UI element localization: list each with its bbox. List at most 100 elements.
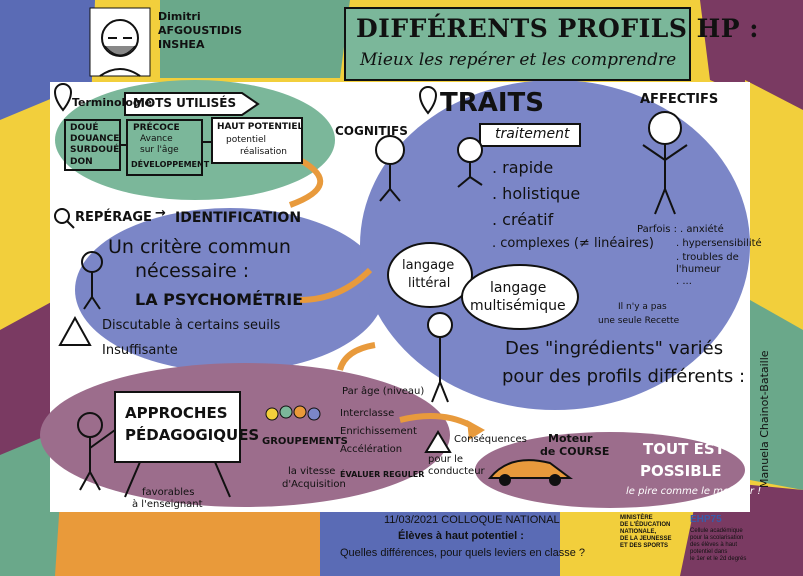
frame-right-green (750, 300, 803, 490)
parfois-item-3: l'humeur (676, 264, 721, 275)
ehp-desc-1: pour la scolarisation (690, 535, 744, 541)
purple-blob-right (475, 432, 745, 508)
moteur-line2: de COURSE (540, 445, 610, 458)
cognitifs-label: COGNITIFS (335, 124, 408, 138)
ministry-line2: NATIONALE, (620, 529, 657, 535)
car-wheel-front (499, 474, 511, 486)
footer-question: Quelles différences, pour quels leviers … (340, 547, 585, 559)
langage-multisemique-bubble (461, 264, 579, 330)
approches-line2: PÉDAGOGIQUES (125, 426, 260, 444)
pin-icon-terminology (53, 83, 73, 112)
groupements-figures (265, 405, 321, 421)
consequences-line3: conducteur (428, 466, 485, 477)
parfois-item-4: . ... (676, 276, 692, 287)
terminology-col1-3: DON (70, 157, 93, 167)
reperage-arrow: → (155, 206, 166, 221)
title-line2: Mieux les repérer et les comprendre (360, 50, 677, 70)
author-name: Dimitri (158, 10, 201, 23)
identification-label: IDENTIFICATION (175, 210, 302, 226)
ingredients-line2: pour des profils différents : (502, 366, 746, 387)
terminology-box-3 (211, 117, 303, 164)
trait-item-3: . complexes (≠ linéaires) (492, 236, 654, 251)
frame-bottom-blue (320, 505, 560, 576)
favorables-line2: à l'enseignant (132, 499, 203, 510)
frame-left-yellow (0, 95, 60, 330)
parfois-item-2: . troubles de (676, 252, 739, 263)
ehp-desc-2: des élèves à haut (690, 542, 738, 548)
parfois-item-1: . hypersensibilité (676, 238, 762, 249)
reperage-line5: Insuffisante (102, 343, 178, 358)
langage1-line2: littéral (408, 276, 451, 291)
traitement-label: traitement (495, 126, 570, 142)
stick-figures (77, 111, 688, 491)
approches-board (114, 391, 241, 463)
mots-utilises-heading: MOTS UTILISÉS (133, 96, 237, 110)
vitesse-line2: d'Acquisition (282, 479, 346, 490)
branch-0: Par âge (niveau) (342, 386, 425, 397)
terminology-links (120, 141, 212, 146)
terminology-col2-line2: Avance (140, 134, 173, 144)
blue-blob-left (75, 208, 385, 372)
affectifs-label: AFFECTIFS (640, 92, 719, 107)
possible-line3: le pire comme le meilleur ! (626, 486, 762, 497)
trait-item-1: . holistique (492, 184, 581, 203)
title-line1: DIFFÉRENTS PROFILS HP : (356, 14, 759, 43)
terminology-col2-line4: DÉVELOPPEMENT (131, 160, 210, 169)
terminology-col1-0: DOUÉ (70, 123, 99, 133)
possible-line2: POSSIBLE (640, 462, 722, 480)
traitement-box (479, 123, 581, 147)
terminology-col1-1: DOUANCE (70, 134, 120, 144)
langage2-line1: langage (490, 280, 547, 296)
magnifier-handle (66, 220, 75, 229)
author-surname: AFGOUSTIDIS (158, 24, 243, 37)
ministry-line4: ET DES SPORTS (620, 543, 669, 549)
reperage-line1: Un critère commun (108, 236, 291, 258)
reperage-heading: REPÉRAGE (75, 210, 152, 225)
race-car (487, 459, 573, 479)
portrait-frame (89, 7, 151, 77)
parfois-item-0: . anxiété (680, 224, 724, 235)
arrow-traits-approches (337, 342, 376, 371)
approches-line1: APPROCHES (125, 404, 228, 422)
arrow-approches-consequences (399, 413, 472, 428)
portrait-beard (104, 45, 136, 56)
frame-left-purple (0, 300, 55, 460)
warning-triangle-consequences (424, 430, 452, 453)
langage-litteral-bubble (387, 242, 473, 308)
terminology-box-2 (126, 119, 203, 176)
frame-top-green (160, 0, 350, 78)
arrowhead-consequences (467, 420, 485, 440)
footer-event: Élèves à haut potentiel : (398, 530, 524, 542)
terminology-col2-line1: PRÉCOCE (133, 123, 180, 133)
branch-1: Interclasse (340, 408, 395, 419)
terminology-col3-line3: réalisation (240, 147, 287, 157)
note-line1: Il n'y a pas (618, 302, 667, 312)
portrait-shoulders (99, 68, 141, 77)
ehp-desc-4: le 1er et le 2d degrés (690, 556, 747, 562)
frame-top-right (700, 0, 803, 120)
frame-right-yellow (745, 80, 803, 330)
terminology-label: Terminologie (72, 96, 152, 109)
evaluer-label: ÉVALUER REGULER (340, 470, 425, 479)
parfois-label: Parfois : (637, 224, 677, 235)
frame-bottom-orange (55, 500, 330, 576)
arrow-terminology-reperage (288, 157, 323, 208)
terminology-col3-line1: HAUT POTENTIEL (217, 122, 304, 132)
terminology-col1-2: SURDOUÉ (70, 145, 120, 155)
trait-item-0: . rapide (492, 158, 554, 177)
groupements-label: GROUPEMENTS (262, 436, 348, 447)
ehp-logo: EHP75 (690, 514, 722, 525)
trait-item-2: . créatif (492, 210, 554, 229)
ministry-line3: DE LA JEUNESSE (620, 536, 672, 542)
vitesse-line1: la vitesse (288, 466, 336, 477)
ministry-line0: MINISTÈRE (620, 515, 653, 521)
arrow-reperage-traits (299, 267, 373, 303)
langage1-line1: langage (402, 258, 455, 273)
langage2-line2: multisémique (470, 298, 566, 314)
consequences-line2: pour le (428, 454, 464, 465)
favorables-line1: favorables (142, 487, 195, 498)
reperage-line3: LA PSYCHOMÉTRIE (135, 290, 304, 309)
note-line2: une seule Recette (598, 316, 680, 326)
title-box (344, 7, 691, 81)
